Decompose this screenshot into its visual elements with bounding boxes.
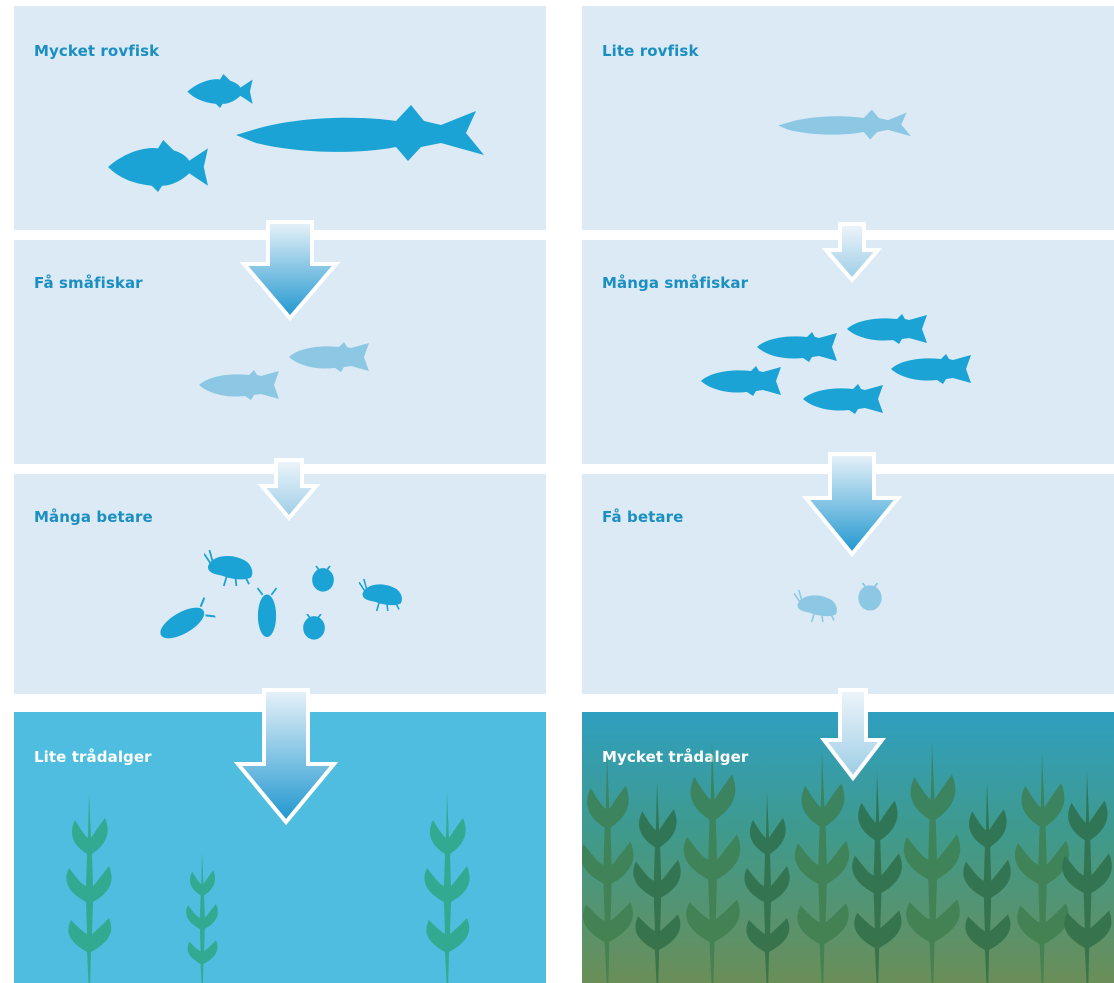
arrow-small-icon — [822, 688, 884, 780]
left-column: Mycket rovfisk Få småfiskar Många betare — [14, 0, 546, 983]
arrow-large-icon — [236, 688, 336, 824]
seaweed-icon — [744, 792, 789, 983]
predator-fish-panel: Mycket rovfisk — [14, 6, 546, 230]
seaweed-icon — [186, 852, 218, 983]
arrow-large-icon — [242, 220, 338, 320]
isopod-icon — [156, 597, 215, 644]
small-fish-icon — [803, 384, 883, 414]
seaweed-icon — [963, 782, 1010, 983]
predator-fish-panel: Lite rovfisk — [582, 6, 1114, 230]
amphipod-icon — [794, 590, 837, 622]
arrow-large-icon — [804, 452, 900, 556]
snail-icon — [859, 583, 881, 610]
right-column: Lite rovfisk Många småfiskar Få betare — [582, 0, 1114, 983]
snail-icon — [304, 614, 325, 639]
small-fish-icon — [847, 314, 927, 344]
isopod-icon — [257, 588, 276, 637]
perch-icon — [187, 74, 252, 108]
small-fish-icon — [701, 366, 781, 396]
amphipod-icon — [204, 550, 252, 586]
seaweed-icon — [633, 782, 680, 983]
arrow-small-icon — [824, 222, 880, 282]
seaweed-icon — [684, 742, 740, 983]
snail-icon — [313, 566, 334, 591]
small-fish-icon — [757, 332, 837, 362]
seaweed-icon — [1062, 772, 1112, 983]
seaweed-icon — [1015, 752, 1069, 983]
arrow-small-icon — [260, 458, 318, 520]
small-fish-icon — [891, 354, 971, 384]
seaweed-icon — [424, 792, 469, 983]
pike-icon — [778, 109, 911, 139]
predator-fish-group — [14, 6, 546, 230]
seaweed-icon — [852, 772, 902, 983]
seaweed-icon — [582, 755, 633, 983]
seaweed-icon — [795, 752, 849, 983]
small-fish-icon — [199, 370, 279, 400]
seaweed-icon — [66, 792, 111, 983]
perch-icon — [108, 140, 208, 192]
predator-fish-group — [582, 6, 1114, 230]
seaweed-icon — [904, 742, 960, 983]
small-fish-icon — [289, 342, 369, 372]
amphipod-icon — [359, 579, 402, 611]
pike-icon — [236, 105, 484, 161]
